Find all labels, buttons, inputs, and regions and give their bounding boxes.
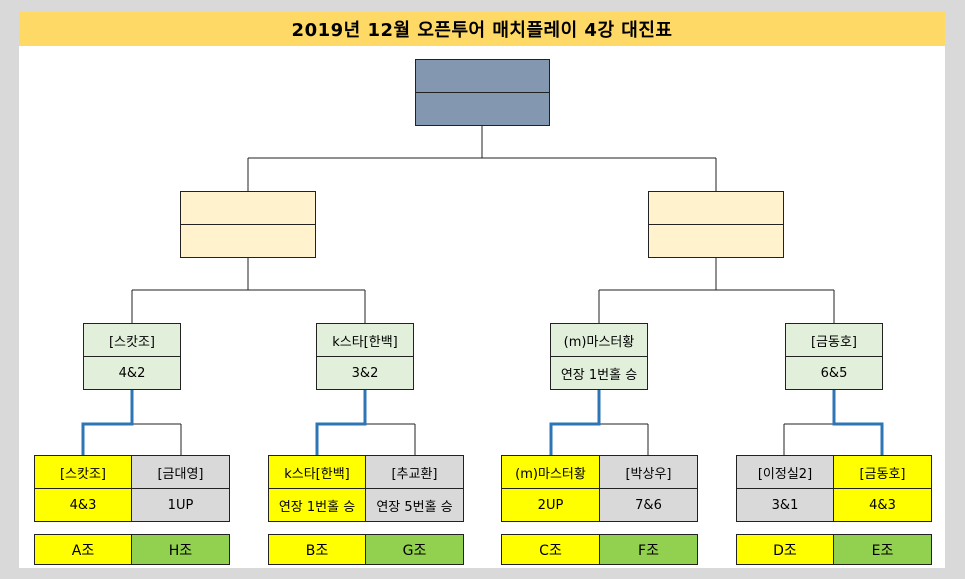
player-score-cell: 1UP (131, 488, 230, 522)
player-name-cell: [추교환] (365, 455, 464, 489)
qf-score-cell: 연장 1번홀 승 (550, 356, 648, 390)
final-top-cell (415, 59, 550, 93)
winner-path-line (315, 390, 367, 455)
player-score-cell: 2UP (501, 488, 600, 522)
semi-right-bottom-cell (648, 224, 784, 258)
player-name-cell: [금대영] (131, 455, 230, 489)
player-name-cell: (m)마스터황 (501, 455, 600, 489)
winner-path-line (81, 390, 134, 455)
semi-right-top-cell (648, 191, 784, 225)
group-label-cell: G조 (365, 534, 464, 565)
semi-left-bottom-cell (180, 224, 316, 258)
player-name-cell: k스타[한백] (268, 455, 366, 489)
winner-path-line (549, 390, 601, 455)
player-name-cell: [금동호] (833, 455, 932, 489)
qf-winner-cell: [금동호] (785, 323, 883, 357)
player-name-cell: [스캇조] (34, 455, 132, 489)
bracket-title: 2019년 12월 오픈투어 매치플레이 4강 대진표 (19, 12, 945, 46)
player-score-cell: 7&6 (599, 488, 698, 522)
player-score-cell: 연장 5번홀 승 (365, 488, 464, 522)
group-label-cell: A조 (34, 534, 132, 565)
group-label-cell: B조 (268, 534, 366, 565)
qf-winner-cell: k스타[한백] (316, 323, 414, 357)
qf-winner-cell: [스캇조] (83, 323, 181, 357)
qf-score-cell: 6&5 (785, 356, 883, 390)
winner-path-line (832, 390, 884, 455)
group-label-cell: H조 (131, 534, 230, 565)
qf-winner-cell: (m)마스터황 (550, 323, 648, 357)
player-score-cell: 연장 1번홀 승 (268, 488, 366, 522)
group-label-cell: C조 (501, 534, 600, 565)
group-label-cell: E조 (833, 534, 932, 565)
player-score-cell: 4&3 (34, 488, 132, 522)
player-score-cell: 3&1 (736, 488, 834, 522)
player-name-cell: [박상우] (599, 455, 698, 489)
group-label-cell: F조 (599, 534, 698, 565)
final-bottom-cell (415, 92, 550, 126)
qf-score-cell: 4&2 (83, 356, 181, 390)
qf-score-cell: 3&2 (316, 356, 414, 390)
player-score-cell: 4&3 (833, 488, 932, 522)
group-label-cell: D조 (736, 534, 834, 565)
semi-left-top-cell (180, 191, 316, 225)
player-name-cell: [이정실2] (736, 455, 834, 489)
